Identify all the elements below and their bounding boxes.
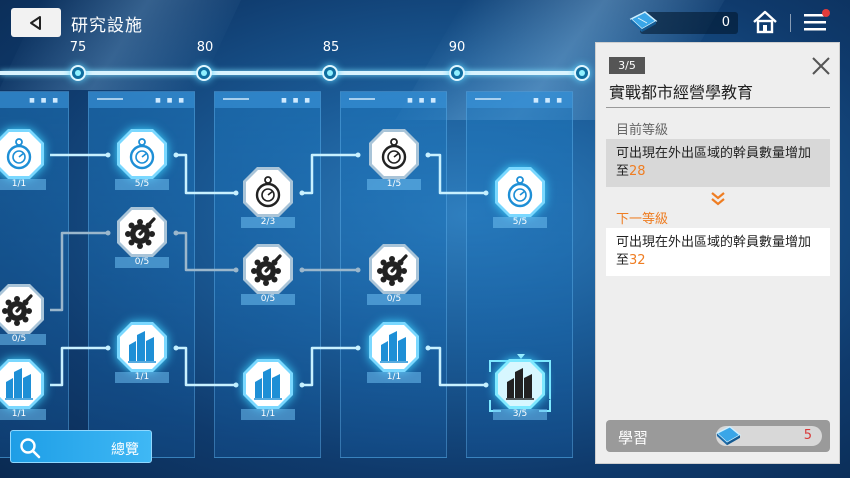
node-progress: 0/5 [115,257,169,268]
level-label-85: 85 [322,40,340,55]
title-divider [606,107,830,108]
city-icon [0,359,44,409]
current-level-value: 28 [629,164,646,179]
level-marker [196,65,212,81]
city-icon [495,359,545,409]
learn-label: 學習 [618,429,649,447]
node-progress: 5/5 [115,179,169,190]
node-progress: 1/1 [115,372,169,383]
node-progress: 1/1 [367,372,421,383]
research-node[interactable]: 3/5 [493,358,547,420]
research-detail-panel: 3/5 實戰都市經營學教育 目前等級 可出現在外出區域的幹員數量增加至28 下一… [595,42,840,464]
top-bar: 研究設施 0 [0,0,850,44]
current-level-description: 可出現在外出區域的幹員數量增加至28 [606,139,830,187]
overview-button[interactable]: 總覽 [10,430,152,463]
menu-icon[interactable] [804,12,826,32]
node-progress: 0/5 [367,294,421,305]
current-level-text: 可出現在外出區域的幹員數量增加至 [616,146,812,179]
home-icon[interactable] [752,9,778,35]
research-node[interactable]: 5/5 [493,166,547,228]
level-marker [70,65,86,81]
node-progress: 1/1 [0,179,46,190]
node-progress: 1/1 [241,409,295,420]
node-progress: 2/3 [241,217,295,228]
research-node[interactable]: 5/5 [115,128,169,190]
research-node[interactable]: 2/3 [241,166,295,228]
research-node[interactable]: 1/1 [115,321,169,383]
node-progress: 0/5 [241,294,295,305]
research-node[interactable]: 0/5 [367,243,421,305]
level-label-90: 90 [448,40,466,55]
node-progress: 0/5 [0,334,46,345]
level-label-75: 75 [69,40,87,55]
learn-cost-value: 5 [803,428,812,443]
research-node[interactable]: 1/1 [241,358,295,420]
next-level-label: 下一等級 [616,212,669,227]
next-level-value: 32 [629,253,646,268]
research-node[interactable]: 0/5 [0,283,46,345]
gear-tool-icon [243,244,293,294]
close-icon[interactable] [810,55,832,77]
notification-dot [822,9,830,17]
city-icon [369,322,419,372]
data-chip-icon [629,11,658,32]
next-level-text: 可出現在外出區域的幹員數量增加至 [616,235,812,268]
page-title: 研究設施 [71,16,143,36]
research-node[interactable]: 1/1 [0,358,46,420]
research-node[interactable]: 1/1 [367,321,421,383]
gear-tool-icon [117,207,167,257]
research-node[interactable]: 0/5 [115,206,169,268]
clock-icon [117,129,167,179]
current-level-label: 目前等級 [616,123,669,138]
level-marker [322,65,338,81]
data-chip-icon [715,425,742,446]
research-node[interactable]: 0/5 [241,243,295,305]
resource-counter: 0 [640,12,738,34]
research-title: 實戰都市經營學教育 [609,83,754,102]
research-node[interactable]: 1/1 [0,128,46,190]
level-ruler [0,71,582,75]
clock-icon [0,129,44,179]
resource-value: 0 [721,15,730,30]
clock-icon [495,167,545,217]
node-progress: 1/5 [367,179,421,190]
back-arrow-icon [30,15,41,30]
clock-icon [369,129,419,179]
gear-tool-icon [0,284,44,334]
research-node[interactable]: 1/5 [367,128,421,190]
double-chevron-down-icon [711,192,725,206]
back-button[interactable] [11,8,61,37]
node-progress: 5/5 [493,217,547,228]
city-icon [117,322,167,372]
clock-icon [243,167,293,217]
search-icon [20,438,41,459]
toolbar-separator [790,14,791,32]
selection-arrow-icon [517,354,525,359]
node-progress: 3/5 [493,409,547,420]
gear-tool-icon [369,244,419,294]
next-level-description: 可出現在外出區域的幹員數量增加至32 [606,228,830,276]
progress-badge: 3/5 [609,57,645,74]
learn-button[interactable]: 學習 5 [606,420,830,452]
node-progress: 1/1 [0,409,46,420]
learn-cost: 5 [716,426,822,446]
level-marker [574,65,590,81]
level-label-80: 80 [196,40,214,55]
overview-label: 總覽 [111,442,139,458]
city-icon [243,359,293,409]
level-marker [449,65,465,81]
